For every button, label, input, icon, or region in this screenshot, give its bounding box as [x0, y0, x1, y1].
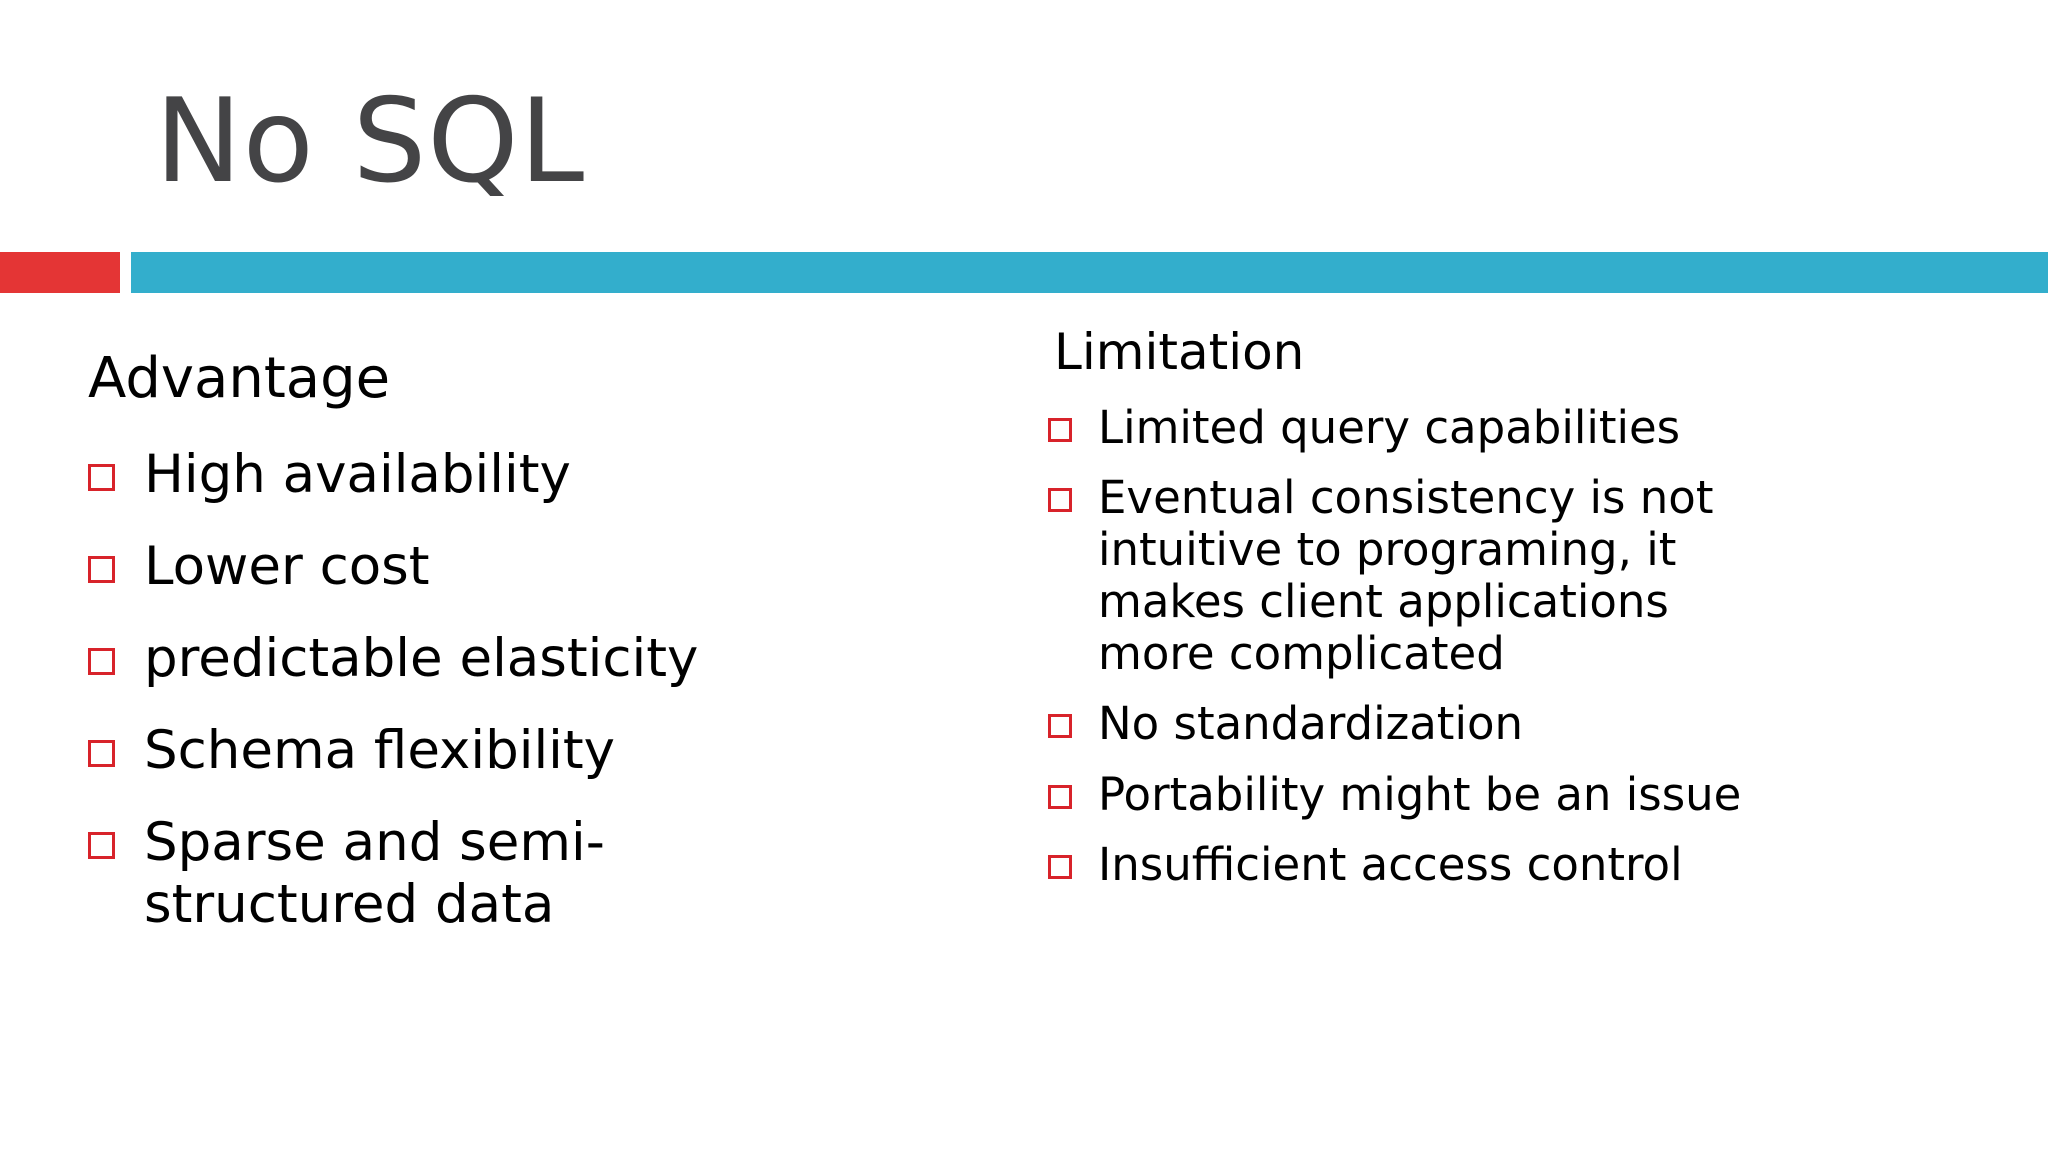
content-columns: Advantage High availability Lower cost p… — [0, 293, 2048, 1152]
list-item: Schema flexibility — [88, 720, 998, 782]
square-bullet-icon — [1048, 417, 1072, 442]
square-bullet-icon — [88, 739, 115, 767]
list-item: Portability might be an issue — [1048, 767, 1988, 821]
list-item: No standardization — [1048, 698, 1988, 750]
limitation-list: Limited query capabilities Eventual cons… — [1048, 400, 1988, 892]
limitation-column: Limitation Limited query capabilities Ev… — [1048, 293, 1988, 891]
list-item-label: Schema flexibility — [144, 719, 616, 781]
list-item: predictable elasticity — [88, 628, 998, 690]
square-bullet-icon — [88, 647, 115, 675]
list-item-label: Sparse and semi-structured data — [144, 811, 605, 935]
square-bullet-icon — [1048, 854, 1072, 879]
list-item-label: High availability — [144, 443, 571, 505]
list-item: Lower cost — [88, 536, 998, 598]
list-item: Insufficient access control — [1048, 837, 1988, 891]
square-bullet-icon — [88, 555, 115, 583]
advantage-heading: Advantage — [88, 346, 391, 411]
divider-red-accent — [0, 252, 120, 293]
square-bullet-icon — [1048, 784, 1072, 809]
square-bullet-icon — [1048, 487, 1072, 512]
title-divider — [0, 252, 2048, 293]
list-item: Eventual consistency is not intuitive to… — [1048, 470, 1988, 681]
list-item-label: Insufficient access control — [1098, 837, 1683, 891]
list-item: High availability — [88, 444, 998, 506]
slide-title: No SQL — [155, 74, 586, 209]
square-bullet-icon — [1048, 714, 1072, 739]
list-item-label: No standardization — [1098, 697, 1523, 751]
advantage-column: Advantage High availability Lower cost p… — [88, 293, 998, 936]
divider-blue-accent — [131, 252, 2048, 293]
list-item-label: Lower cost — [144, 535, 430, 597]
list-item-label: Portability might be an issue — [1098, 767, 1742, 821]
list-item: Limited query capabilities — [1048, 400, 1988, 454]
list-item-label: Eventual consistency is not intuitive to… — [1098, 470, 1714, 681]
square-bullet-icon — [88, 463, 115, 491]
advantage-list: High availability Lower cost predictable… — [88, 444, 998, 936]
list-item-label: Limited query capabilities — [1098, 400, 1681, 454]
list-item-label: predictable elasticity — [144, 627, 699, 689]
square-bullet-icon — [88, 831, 115, 859]
limitation-heading: Limitation — [1054, 323, 1305, 381]
list-item: Sparse and semi-structured data — [88, 812, 998, 936]
